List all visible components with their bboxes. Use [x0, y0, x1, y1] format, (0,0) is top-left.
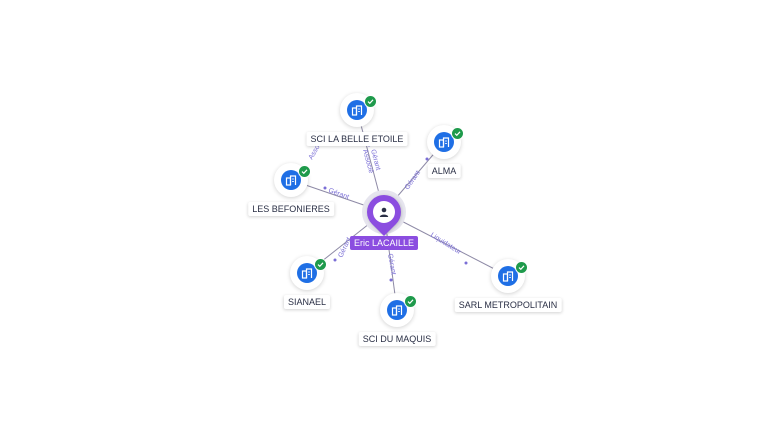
company-node-bubble[interactable]: [427, 125, 461, 159]
person-icon: [373, 201, 395, 223]
verified-check-icon: [404, 295, 417, 308]
edge-label-role: Liquidateur: [429, 232, 463, 257]
company-node-bubble[interactable]: [290, 256, 324, 290]
company-node-sci-du-maquis[interactable]: SCI DU MAQUIS: [358, 293, 436, 346]
company-node-les-befonieres[interactable]: LES BEFONIERES: [248, 163, 334, 216]
company-name[interactable]: LES BEFONIERES: [248, 202, 334, 216]
arrow-marker: [323, 186, 327, 190]
building-icon: [434, 132, 454, 152]
edge-label-role: Gérant: [404, 170, 422, 192]
verified-check-icon: [364, 95, 377, 108]
verified-check-icon: [298, 165, 311, 178]
company-name[interactable]: SCI DU MAQUIS: [358, 332, 436, 346]
company-node-sci-la-belle-etoile[interactable]: SCI LA BELLE ETOILE: [306, 93, 408, 146]
verified-check-icon: [451, 127, 464, 140]
edge-label-role: Gérant: [327, 187, 350, 201]
arrow-marker: [425, 157, 429, 161]
arrow-marker: [333, 258, 337, 262]
company-node-alma[interactable]: ALMA: [427, 125, 464, 178]
company-name[interactable]: SIANAEL: [283, 295, 331, 309]
company-name[interactable]: ALMA: [427, 164, 461, 178]
verified-check-icon: [515, 261, 528, 274]
company-node-sianael[interactable]: SIANAEL: [283, 256, 331, 309]
building-icon: [281, 170, 301, 190]
edge-sarl-metropolitain: [383, 211, 509, 277]
company-node-bubble[interactable]: [380, 293, 414, 327]
building-icon: [498, 266, 518, 286]
building-icon: [297, 263, 317, 283]
edge-label-role: Gérant: [386, 253, 397, 275]
company-name[interactable]: SARL METROPOLITAIN: [454, 298, 562, 312]
company-name[interactable]: SCI LA BELLE ETOILE: [306, 132, 408, 146]
verified-check-icon: [314, 258, 327, 271]
building-icon: [387, 300, 407, 320]
person-name[interactable]: Eric LACAILLE: [349, 236, 419, 250]
person-node[interactable]: Eric LACAILLE: [349, 187, 419, 250]
company-node-sarl-metropolitain[interactable]: SARL METROPOLITAIN: [454, 259, 562, 312]
arrow-marker: [389, 278, 393, 282]
building-icon: [347, 100, 367, 120]
arrow-marker: [464, 261, 468, 265]
